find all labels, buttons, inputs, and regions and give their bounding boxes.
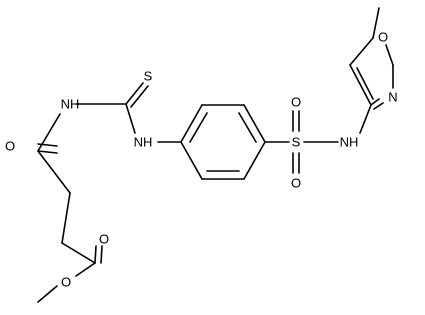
bond bbox=[125, 82, 144, 105]
bond bbox=[243, 141, 266, 180]
bond bbox=[180, 104, 203, 143]
bond bbox=[61, 242, 96, 264]
bond bbox=[359, 104, 372, 134]
atom-label-ester-carbonyl-oxygen: O bbox=[99, 232, 109, 247]
bond bbox=[130, 85, 149, 108]
atom-label-thiourea-nh: NH bbox=[134, 135, 153, 150]
bond bbox=[356, 67, 374, 100]
bond bbox=[94, 245, 97, 264]
bond bbox=[37, 113, 61, 152]
bond bbox=[37, 150, 71, 194]
bond bbox=[100, 245, 103, 264]
bond bbox=[349, 37, 374, 66]
bond bbox=[37, 150, 58, 154]
bond bbox=[180, 141, 203, 180]
bond bbox=[75, 262, 96, 277]
atom-label-sulfonyl-oxygen-bottom: O bbox=[291, 176, 301, 191]
atom-label-methoxy-oxygen: O bbox=[61, 275, 71, 290]
atom-labels: O O O NH S NH S O O NH N O bbox=[5, 30, 398, 290]
bonds bbox=[37, 7, 394, 303]
bond bbox=[125, 103, 136, 134]
bond bbox=[243, 104, 266, 143]
bond bbox=[372, 7, 380, 39]
bond bbox=[370, 98, 380, 106]
atom-label-amide-nh: NH bbox=[61, 97, 80, 112]
bond bbox=[61, 192, 71, 244]
atom-label-sulfonyl-oxygen-top: O bbox=[291, 95, 301, 110]
atom-label-sulfonyl-sulfur: S bbox=[292, 135, 301, 150]
atom-label-isoxazole-nitrogen: N bbox=[388, 90, 397, 105]
bond bbox=[385, 44, 394, 66]
atom-label-sulfonamide-nh: NH bbox=[340, 135, 359, 150]
atom-label-amide-oxygen: O bbox=[5, 139, 15, 154]
atom-label-thione-sulfur: S bbox=[144, 69, 153, 84]
bond bbox=[37, 285, 58, 303]
bond bbox=[373, 102, 384, 110]
bond bbox=[349, 64, 372, 106]
bond bbox=[238, 112, 257, 143]
bond bbox=[189, 112, 208, 143]
atom-label-isoxazole-oxygen: O bbox=[378, 30, 388, 45]
